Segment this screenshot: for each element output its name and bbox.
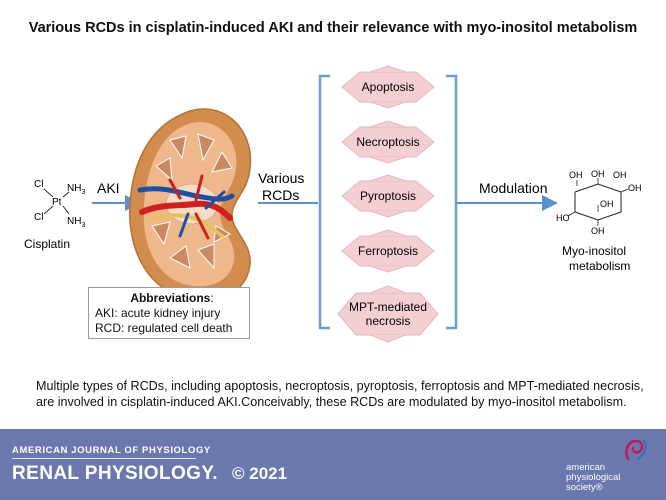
svg-text:HO: HO: [556, 213, 570, 223]
rcd-apoptosis: Apoptosis: [341, 65, 435, 109]
figure-caption: Multiple types of RCDs, including apopto…: [36, 379, 644, 409]
svg-text:MPT-mediated: MPT-mediated: [349, 300, 427, 314]
svg-text:NH3: NH3: [67, 216, 85, 229]
svg-text:OH: OH: [569, 170, 583, 180]
svg-text:NH3: NH3: [67, 183, 85, 196]
society-logo-icon: [625, 439, 647, 461]
rcd-ferroptosis: Ferroptosis: [341, 229, 435, 273]
various-rcds-label-line1: Various: [258, 170, 304, 186]
svg-text:OH: OH: [628, 183, 642, 193]
myo-inositol-structure: OH OH OH OH OH HO OH: [556, 169, 642, 236]
modulation-label: Modulation: [479, 180, 548, 196]
svg-text:OH: OH: [613, 170, 627, 180]
rcd-necroptosis: Necroptosis: [341, 120, 435, 164]
abbreviation-rcd: RCD: regulated cell death: [95, 321, 233, 335]
svg-text:Pyroptosis: Pyroptosis: [360, 189, 416, 203]
svg-text:Necroptosis: Necroptosis: [356, 135, 419, 149]
rcd-mpt-mediated-necrosis: MPT-mediated necrosis: [337, 285, 439, 343]
svg-text:Cl: Cl: [34, 212, 43, 223]
abbreviations-box: Abbreviations: AKI: acute kidney injury …: [88, 287, 250, 339]
right-bracket: [446, 74, 458, 330]
svg-text:Cl: Cl: [34, 179, 43, 190]
journal-footer: AMERICAN JOURNAL OF PHYSIOLOGY RENAL PHY…: [0, 429, 666, 500]
svg-text:OH: OH: [591, 226, 605, 236]
figure-title: Various RCDs in cisplatin-induced AKI an…: [28, 20, 638, 36]
rcd-pyroptosis: Pyroptosis: [341, 174, 435, 218]
svg-text:Pt: Pt: [52, 197, 62, 208]
svg-text:OH: OH: [591, 169, 605, 179]
cisplatin-label: Cisplatin: [24, 237, 70, 251]
svg-text:necrosis: necrosis: [366, 314, 411, 328]
copyright-year: © 2021: [232, 464, 288, 483]
journal-rule: [12, 458, 196, 459]
svg-text:Apoptosis: Apoptosis: [362, 80, 415, 94]
svg-text:Ferroptosis: Ferroptosis: [358, 244, 418, 258]
diagram-canvas: Cl Cl Pt NH3 NH3 Cisplatin AKI Variou: [24, 65, 642, 343]
myo-inositol-label-line2: metabolism: [569, 259, 630, 273]
kidney-illustration: [129, 108, 252, 302]
svg-text:OH: OH: [600, 199, 614, 209]
myo-inositol-label-line1: Myo-inositol: [562, 244, 626, 258]
various-rcds-label-line2: RCDs: [262, 187, 299, 203]
cisplatin-structure: Cl Cl Pt NH3 NH3 Cisplatin: [24, 179, 85, 251]
journal-name-main: RENAL PHYSIOLOGY.: [12, 463, 218, 484]
aki-label: AKI: [97, 180, 120, 196]
abbreviation-aki: AKI: acute kidney injury: [95, 306, 221, 320]
society-name: american physiological society®: [566, 462, 621, 493]
journal-name-top: AMERICAN JOURNAL OF PHYSIOLOGY: [12, 445, 211, 456]
abbreviations-heading: Abbreviations:: [130, 291, 214, 305]
left-bracket: [318, 74, 330, 330]
